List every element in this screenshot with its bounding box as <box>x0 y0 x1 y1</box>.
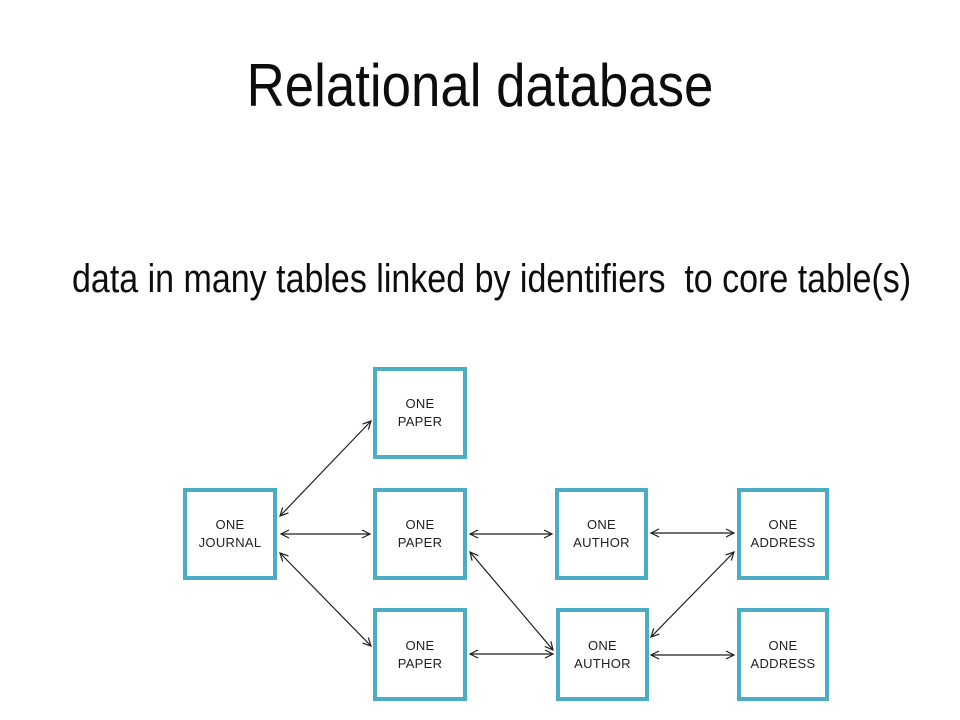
node-address-bottom: ONE ADDRESS <box>737 608 829 701</box>
connector-paper-mid-to-author-bottom <box>469 550 554 652</box>
node-label-line: ONE <box>768 637 798 653</box>
connectors-group <box>279 420 736 660</box>
node-label-line: ONE <box>405 517 435 532</box>
node-journal: ONE JOURNAL <box>183 488 277 580</box>
node-label-line: PAPER <box>397 414 443 429</box>
connector-author-bottom-to-address-mid <box>650 551 735 638</box>
node-label-line: PAPER <box>397 655 443 671</box>
node-paper-bottom: ONE PAPER <box>373 608 467 701</box>
connector-journal-to-paper-top <box>279 420 372 517</box>
node-address-mid: ONE ADDRESS <box>737 488 829 580</box>
slide-title: Relational database <box>246 52 714 119</box>
node-label-line: ONE <box>405 637 435 653</box>
node-label-line: ONE <box>405 396 435 411</box>
node-author-mid: ONE AUTHOR <box>555 488 648 580</box>
connector-journal-to-paper-bottom <box>279 552 372 647</box>
node-paper-top: ONE PAPER <box>373 367 467 459</box>
node-label-line: ONE <box>215 517 245 532</box>
node-paper-mid: ONE PAPER <box>373 488 467 580</box>
node-label-line: ADDRESS <box>750 655 816 671</box>
node-author-bottom: ONE AUTHOR <box>556 608 649 701</box>
node-label-line: PAPER <box>397 535 443 550</box>
node-label-line: ONE <box>768 517 798 532</box>
node-label-line: ONE <box>586 517 617 532</box>
node-label-line: AUTHOR <box>573 535 630 550</box>
node-label-line: JOURNAL <box>198 535 262 550</box>
node-label-line: ADDRESS <box>750 535 816 550</box>
slide-subtitle: data in many tables linked by identifier… <box>72 257 912 301</box>
node-label-line: ONE <box>587 637 618 653</box>
node-label-line: AUTHOR <box>574 655 631 671</box>
